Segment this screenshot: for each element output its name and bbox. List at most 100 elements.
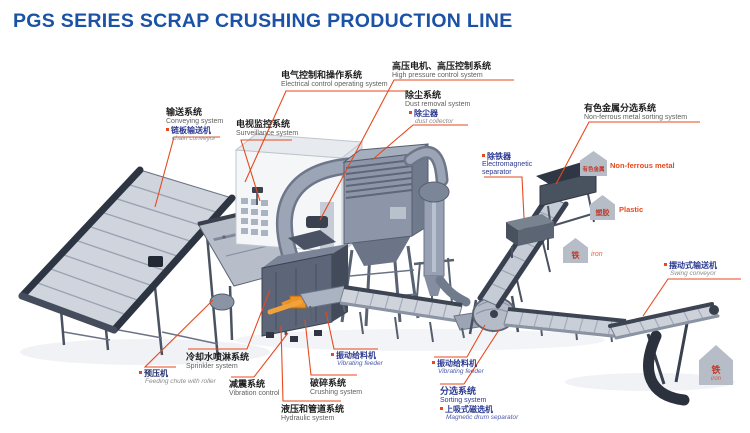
- electromagnetic-separator-unit: [506, 214, 554, 258]
- leader-sprinkler: [188, 289, 271, 350]
- label-item: 摆动式输送机: [664, 261, 717, 270]
- label-item: 链板输送机: [166, 126, 223, 135]
- label-zh: 电视监控系统: [236, 119, 291, 129]
- chain-conveyor: [18, 166, 236, 361]
- label-item: 振动给料机: [331, 351, 383, 360]
- label-en: Hydraulic system: [281, 414, 335, 422]
- bullet-icon: [440, 406, 443, 410]
- leader-high-pressure: [319, 79, 514, 221]
- label-en: Dust removal system: [405, 100, 471, 108]
- crusher: [261, 216, 348, 342]
- bullet-icon: [409, 110, 412, 114]
- label-item-en: Electromagnetic separator: [482, 161, 533, 177]
- label-dust-removal-system: 除尘系统 Dust removal system 除尘器 dust collec…: [405, 90, 470, 126]
- hydraulic-unit: [267, 295, 307, 315]
- label-en: Sprinkler system: [186, 362, 238, 370]
- label-hydraulic-system: 液压和管道系统 Hydraulic system: [281, 404, 344, 423]
- label-zh: 有色金属分选系统: [584, 103, 657, 113]
- label-zh: 减震系统: [229, 379, 266, 389]
- output-label-nonferrous: Non-ferrous metal: [610, 161, 675, 170]
- label-item: 除尘器: [405, 109, 470, 118]
- label-crushing-system: 破碎系统 Crushing system: [310, 378, 362, 397]
- leader-dust: [371, 124, 468, 161]
- output-zh: 铁: [571, 251, 580, 260]
- bullet-icon: [482, 154, 485, 157]
- bullet-icon: [166, 127, 169, 131]
- leader-swing: [642, 278, 741, 317]
- label-item-en: Magnetic drum separator: [446, 414, 519, 422]
- leader-nonferrous: [555, 121, 700, 185]
- label-item-en: chain conveyor: [172, 135, 216, 143]
- label-high-pressure-system: 高压电机、高压控制系统 High pressure control system: [392, 61, 491, 80]
- label-en: Non-ferrous metal sorting system: [584, 113, 688, 121]
- label-item-en: Vibrating feeder: [337, 360, 383, 368]
- label-conveying-system: 输送系统 Conveying system 链板输送机 chain convey…: [166, 107, 223, 143]
- label-zh: 电气控制和操作系统: [281, 70, 363, 80]
- label-item-en: Feeding chute with roller: [145, 378, 216, 386]
- leader-crushing: [304, 319, 357, 376]
- leader-electrical: [244, 90, 408, 183]
- ground-shadows: [20, 329, 735, 391]
- label-en: Vibration control: [229, 389, 280, 397]
- label-nonferrous-sorting-system: 有色金属分选系统 Non-ferrous metal sorting syste…: [584, 103, 687, 122]
- label-zh: 液压和管道系统: [281, 404, 345, 414]
- cabin-windows: [241, 198, 268, 236]
- label-en: Electrical control operating system: [281, 80, 388, 88]
- label-vibrating-feeder-2: 振动给料机 Vibrating feeder: [432, 359, 484, 376]
- leader-electromagnetic: [484, 176, 525, 219]
- label-item-en: dust collector: [415, 118, 454, 126]
- trough-conveyor-2: [503, 307, 627, 343]
- output-zh: 铁: [711, 365, 721, 375]
- label-item: 上吸式磁选机: [440, 405, 518, 414]
- output-zh: 塑胶: [595, 210, 610, 217]
- label-item: 振动给料机: [432, 359, 484, 368]
- leader-sorting: [440, 329, 500, 385]
- label-swing-conveyor: 摆动式输送机 Swing conveyor: [664, 261, 717, 278]
- bullet-icon: [139, 371, 142, 374]
- bullet-icon: [331, 353, 334, 356]
- label-en: Crushing system: [310, 388, 363, 396]
- label-en: High pressure control system: [392, 71, 483, 79]
- label-item-en: Vibrating feeder: [438, 368, 484, 376]
- label-electrical-control-system: 电气控制和操作系统 Electrical control operating s…: [281, 70, 388, 89]
- leader-surveillance: [240, 139, 292, 202]
- conveyor-motor: [148, 256, 163, 267]
- swing-chute: [643, 330, 690, 406]
- label-vibrating-feeder-1: 振动给料机 Vibrating feeder: [331, 351, 383, 368]
- leader-hydraulic: [280, 325, 341, 402]
- label-en: Conveying system: [166, 117, 224, 125]
- cyclone-tube: [413, 181, 471, 309]
- label-zh: 输送系统: [166, 107, 203, 117]
- label-zh: 破碎系统: [310, 378, 347, 388]
- bullet-icon: [664, 263, 667, 266]
- collector-panel: [390, 207, 406, 219]
- label-feeding-chute: 预压机 Feeding chute with roller: [139, 369, 216, 386]
- label-zh: 分选系统: [440, 386, 477, 396]
- surveillance-camera: [252, 187, 263, 205]
- dust-collector: [340, 143, 429, 327]
- output-label-iron: iron: [591, 251, 603, 258]
- label-sprinkler-system: 冷却水喷淋系统 Sprinkler system: [186, 352, 249, 371]
- label-en: Sorting system: [440, 396, 487, 404]
- label-zh: 除尘系统: [405, 90, 442, 100]
- label-zh: 高压电机、高压控制系统: [392, 61, 492, 71]
- label-item: 除铁器: [482, 152, 542, 161]
- leader-vib-feeder2: [434, 324, 486, 358]
- label-en: Surveillance system: [236, 129, 299, 137]
- bullet-icon: [432, 361, 435, 364]
- label-electromagnetic-separator: 除铁器 Electromagnetic separator: [482, 152, 542, 177]
- label-zh: 冷却水喷淋系统: [186, 352, 250, 362]
- leader-conveying: [154, 136, 220, 208]
- label-sorting-system: 分选系统 Sorting system 上吸式磁选机 Magnetic drum…: [440, 386, 518, 422]
- leader-vib-feeder1: [325, 311, 378, 350]
- output-label-plastic: Plastic: [619, 205, 644, 214]
- label-vibration-control: 减震系统 Vibration control: [229, 379, 279, 398]
- label-item-en: Swing conveyor: [670, 270, 716, 278]
- swing-conveyor-unit: [608, 302, 720, 406]
- label-item: 预压机: [139, 369, 216, 378]
- label-surveillance-system: 电视监控系统 Surveillance system: [236, 119, 298, 138]
- leader-vibration: [231, 332, 289, 378]
- output-zh: 有色金属: [582, 166, 605, 173]
